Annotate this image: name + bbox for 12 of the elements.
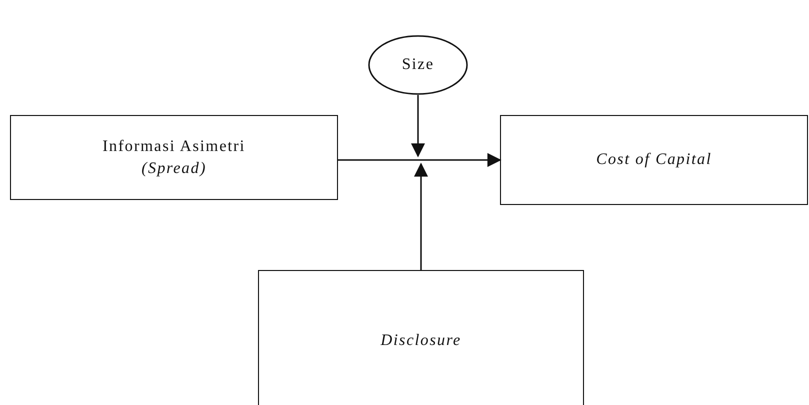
arrow [338, 153, 502, 167]
variable-box [500, 115, 808, 205]
node-label: Informasi Asimetri [102, 136, 246, 157]
node-label: Disclosure [380, 330, 462, 351]
arrow [414, 162, 428, 270]
variable-ellipse [368, 35, 468, 95]
variable-box [10, 115, 338, 200]
node-label: (Spread) [142, 158, 206, 178]
node-label: Size [402, 55, 434, 76]
arrow [411, 95, 425, 158]
node-label: Cost of Capital [596, 150, 712, 170]
variable-box [258, 270, 584, 405]
